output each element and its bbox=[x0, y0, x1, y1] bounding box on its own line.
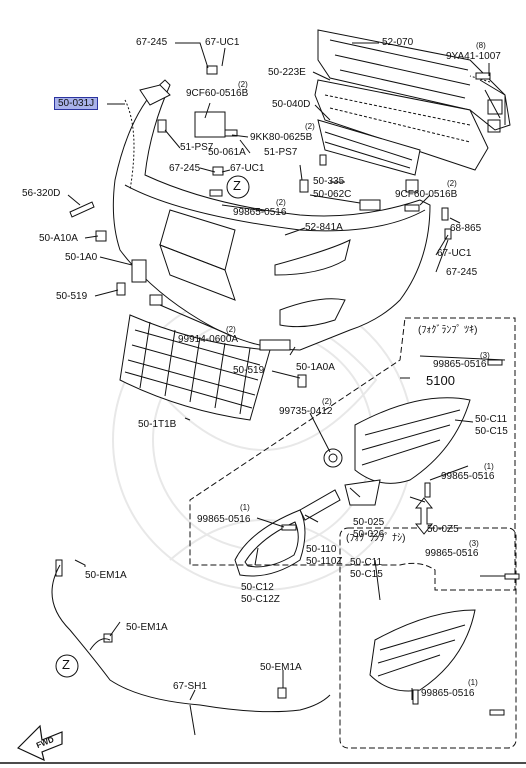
label-68-865: 68-865 bbox=[450, 223, 482, 234]
label-99865-0516-left: 99865-0516 bbox=[197, 514, 251, 525]
label-50-040d: 50-040D bbox=[272, 99, 311, 110]
label-z-bottom: Z bbox=[62, 657, 70, 672]
label-99865-0516-nf: 99865-0516 bbox=[425, 548, 479, 559]
lower-grille bbox=[119, 314, 271, 421]
label-9kk80-qty: (2) bbox=[305, 122, 315, 131]
label-50-c12: 50-C12 bbox=[241, 582, 274, 593]
fwd-arrow-icon bbox=[16, 724, 63, 762]
label-51-ps7-a: 51-PS7 bbox=[180, 142, 214, 153]
label-67-sh1: 67-SH1 bbox=[173, 681, 207, 692]
label-67-uc1-top: 67-UC1 bbox=[205, 37, 240, 48]
label-67-245-top: 67-245 bbox=[136, 37, 168, 48]
label-50-c11-b: 50-C11 bbox=[350, 557, 383, 568]
label-50-223e: 50-223E bbox=[268, 67, 306, 78]
label-z-top: Z bbox=[233, 178, 241, 193]
label-99735-0412: 99735-0412 bbox=[279, 406, 333, 417]
label-50-031j[interactable]: 50-031J bbox=[54, 97, 99, 110]
label-9cf60-top-qty: (2) bbox=[238, 80, 248, 89]
wiring-harness bbox=[51, 559, 331, 736]
label-99914-0600a: 99914-0600A bbox=[178, 334, 239, 345]
label-56-320d: 56-320D bbox=[22, 188, 61, 199]
label-50-110: 50-110 bbox=[306, 544, 337, 555]
label-50-1t1b: 50-1T1B bbox=[138, 419, 177, 430]
label-99914-qty: (2) bbox=[226, 325, 236, 334]
label-67-uc1-mid: 67-UC1 bbox=[230, 163, 265, 174]
label-99865-nf-qty: (3) bbox=[469, 539, 479, 548]
label-50-c15-a: 50-C15 bbox=[475, 426, 508, 437]
label-9cf60-0516b-r: 9CF60-0516B bbox=[395, 189, 458, 200]
label-99865-fog-qty: (3) bbox=[480, 351, 490, 360]
label-99865-top-qty: (2) bbox=[276, 198, 286, 207]
label-50-110z: 50-110Z bbox=[306, 556, 343, 567]
z-callout-top bbox=[226, 175, 250, 199]
label-9cf60-r-qty: (2) bbox=[447, 179, 457, 188]
label-9cf60-0516b-top: 9CF60-0516B bbox=[186, 88, 249, 99]
label-67-245-r: 67-245 bbox=[446, 267, 478, 278]
label-50-1a0a: 50-1A0A bbox=[296, 362, 335, 373]
label-51-ps7-b: 51-PS7 bbox=[264, 147, 298, 158]
label-50-026: 50-026 bbox=[353, 529, 385, 540]
label-99735-qty: (2) bbox=[322, 397, 332, 406]
label-nofog-title: (ﾌｫｸﾞﾗﾝﾌﾟ ﾅｼ) bbox=[346, 533, 406, 544]
label-99865-0516-bot: 99865-0516 bbox=[421, 688, 475, 699]
label-50-a10a: 50-A10A bbox=[39, 233, 78, 244]
label-50-519-a: 50-519 bbox=[56, 291, 88, 302]
label-99865-0516-top: 99865-0516 bbox=[233, 207, 287, 218]
label-99865-mid-qty: (1) bbox=[484, 462, 494, 471]
label-50-0z5: 50-0Z5 bbox=[427, 524, 459, 535]
bumper-reinforcement bbox=[317, 29, 511, 133]
label-50-em1a-a: 50-EM1A bbox=[85, 570, 127, 581]
label-50-c12z: 50-C12Z bbox=[241, 594, 280, 605]
label-52-841a: 52-841A bbox=[305, 222, 343, 233]
label-50-em1a-b: 50-EM1A bbox=[126, 622, 168, 633]
nofog-section-box bbox=[339, 527, 517, 749]
label-50-c11-a: 50-C11 bbox=[475, 414, 508, 425]
grille-support bbox=[317, 119, 421, 176]
label-99865-0516-mid: 99865-0516 bbox=[441, 471, 495, 482]
label-50-062c: 50-062C bbox=[313, 189, 352, 200]
label-50-335: 50-335 bbox=[313, 176, 345, 187]
label-9kk80-0625b: 9KK80-0625B bbox=[250, 132, 313, 143]
label-99865-bot-qty: (1) bbox=[468, 678, 478, 687]
bezel-no-fog bbox=[369, 609, 476, 692]
label-67-uc1-r: 67-UC1 bbox=[437, 248, 472, 259]
label-99865-left-qty: (1) bbox=[240, 503, 250, 512]
label-50-1a0: 50-1A0 bbox=[65, 252, 98, 263]
label-5100: 5100 bbox=[426, 373, 455, 388]
label-50-c15-b: 50-C15 bbox=[350, 569, 383, 580]
label-50-061a: 50-061A bbox=[208, 147, 246, 158]
fog-lamp-group bbox=[234, 397, 471, 577]
fasteners bbox=[69, 65, 520, 716]
label-52-070: 52-070 bbox=[382, 37, 414, 48]
z-callout-bottom bbox=[55, 654, 79, 678]
label-67-245-mid: 67-245 bbox=[169, 163, 201, 174]
label-50-519-b: 50-519 bbox=[233, 365, 265, 376]
label-50-em1a-c: 50-EM1A bbox=[260, 662, 302, 673]
double-arrow bbox=[414, 497, 434, 535]
label-50-025: 50-025 bbox=[353, 517, 385, 528]
label-9ya41-qty: (8) bbox=[476, 41, 486, 50]
leader-lines bbox=[67, 42, 506, 701]
label-9ya41-1007: 9YA41-1007 bbox=[446, 51, 501, 62]
energy-absorber bbox=[314, 79, 489, 171]
label-fog-title: (ﾌｫｸﾞﾗﾝﾌﾟ ﾂｷ) bbox=[418, 325, 478, 336]
label-99865-0516-fog: 99865-0516 bbox=[433, 359, 487, 370]
bumper-cover bbox=[112, 79, 431, 351]
